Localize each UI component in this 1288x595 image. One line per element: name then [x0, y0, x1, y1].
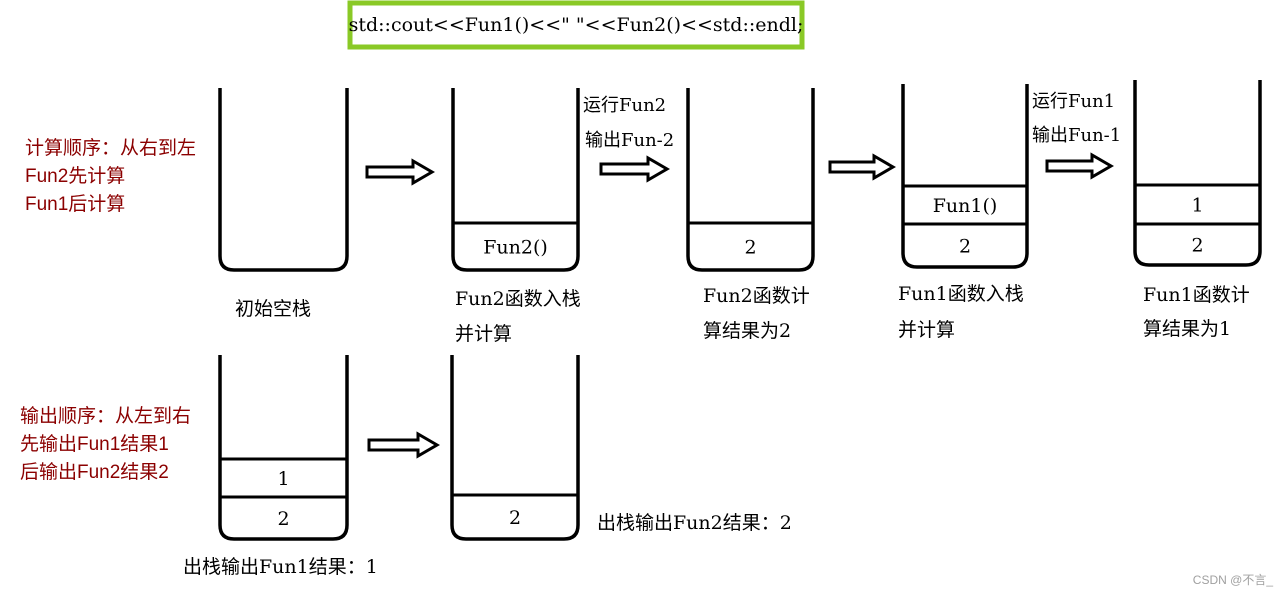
stack-1-caption-1: 初始空栈 — [235, 298, 311, 320]
stack-2-caption-2: 并计算 — [455, 323, 512, 345]
arrow-5 — [367, 431, 440, 459]
arrow-2 — [599, 155, 670, 183]
stack-2-container — [451, 88, 580, 272]
stack-4-container — [901, 84, 1029, 269]
output-order-fun1: 先输出Fun1结果1 — [20, 433, 169, 455]
stack-3-caption-2: 算结果为2 — [703, 320, 791, 342]
calc-order-fun2: Fun2先计算 — [25, 165, 125, 187]
arrow-3 — [828, 153, 896, 181]
calc-order-title: 计算顺序：从右到左 — [25, 137, 196, 159]
stack-3-caption-1: Fun2函数计 — [703, 285, 810, 307]
stack-6-cell-1: 2 — [277, 508, 289, 530]
stack-6-cell-2: 1 — [277, 468, 289, 490]
stack-6-container — [218, 355, 349, 541]
output-order-title: 输出顺序：从左到右 — [20, 405, 191, 427]
stack-1-container — [218, 88, 349, 272]
stack-3-container — [686, 88, 815, 272]
stack-6: 2 1 出栈输出Fun1结果：1 — [183, 355, 378, 578]
stack-2-cell-1: Fun2() — [483, 237, 548, 259]
stack-4-cell-2: Fun1() — [933, 195, 998, 217]
code-statement: std::cout<<Fun1()<<" "<<Fun2()<<std::end… — [349, 14, 804, 36]
stack-4-caption-2: 并计算 — [898, 319, 955, 341]
stack-5-container — [1133, 80, 1262, 267]
arrow-4-label-line2: 输出Fun-1 — [1032, 125, 1121, 146]
arrow-2-label-line2: 输出Fun-2 — [585, 130, 674, 151]
stack-2-caption-1: Fun2函数入栈 — [455, 288, 581, 310]
stack-6-caption-1: 出栈输出Fun1结果：1 — [183, 556, 378, 578]
arrow-1 — [365, 158, 435, 186]
arrow-4 — [1045, 152, 1114, 180]
stacks-group: 初始空栈Fun2()Fun2函数入栈并计算2Fun2函数计算结果为22Fun1(… — [183, 80, 1262, 578]
stack-4-cell-1: 2 — [959, 236, 971, 258]
watermark: CSDN @不言_ — [1193, 573, 1274, 587]
stack-5-caption-2: 算结果为1 — [1143, 318, 1231, 340]
arrow-2-label-line1: 运行Fun2 — [583, 95, 666, 116]
arrow-4-label-line1: 运行Fun1 — [1032, 91, 1115, 112]
stack-5-cell-1: 2 — [1191, 235, 1203, 257]
stack-7: 2 出栈输出Fun2结果：2 — [450, 355, 792, 541]
stack-1: 初始空栈 — [218, 88, 349, 320]
output-order-fun2: 后输出Fun2结果2 — [20, 461, 169, 483]
stack-5-caption-1: Fun1函数计 — [1143, 284, 1250, 306]
stack-7-container — [450, 355, 580, 541]
stack-7-caption-1: 出栈输出Fun2结果：2 — [597, 512, 792, 534]
stack-7-cell-1: 2 — [509, 507, 521, 529]
stack-4-caption-1: Fun1函数入栈 — [898, 283, 1024, 305]
calc-order-fun1: Fun1后计算 — [25, 193, 125, 215]
stack-5-cell-2: 1 — [1191, 195, 1203, 217]
code-box — [347, 0, 805, 50]
stack-3-cell-1: 2 — [744, 237, 756, 259]
